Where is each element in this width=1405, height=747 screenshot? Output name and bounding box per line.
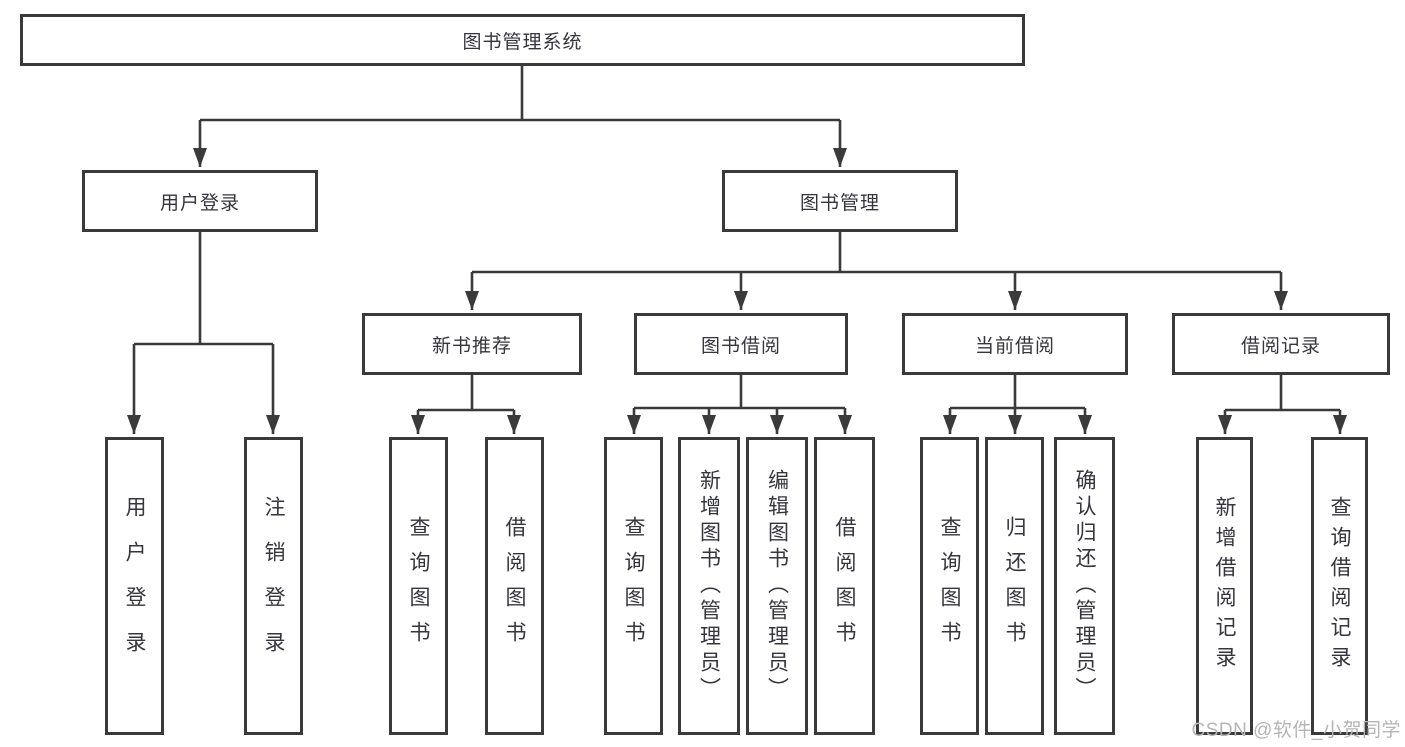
- leaf-label: 查询图书: [622, 516, 645, 656]
- leaf-label: 新增借阅记录: [1213, 496, 1236, 676]
- leaf-label: 归还图书: [1003, 516, 1026, 656]
- leaf-currentborrow-return-books: 归还图书: [985, 437, 1044, 735]
- node-book-management: 图书管理: [722, 170, 958, 232]
- leaf-bookborrow-query-books: 查询图书: [604, 437, 663, 735]
- leaf-label: 用户登录: [123, 496, 146, 676]
- leaf-label: 查询图书: [938, 516, 961, 656]
- node-book-borrow: 图书借阅: [634, 313, 848, 375]
- node-label: 用户登录: [159, 192, 240, 214]
- leaf-newbook-borrow-books: 借阅图书: [485, 437, 544, 735]
- node-label: 图书借阅: [700, 335, 781, 357]
- leaf-label: 查询借阅记录: [1328, 496, 1351, 676]
- node-new-book-recommend: 新书推荐: [362, 313, 582, 375]
- leaf-user-login: 用户登录: [105, 437, 164, 735]
- leaf-label: 新增图书（管理员）: [697, 469, 721, 703]
- node-label: 图书管理: [799, 192, 880, 214]
- node-label: 图书管理系统: [462, 31, 583, 53]
- node-user-login: 用户登录: [82, 170, 318, 232]
- leaf-currentborrow-confirm-return-admin: 确认归还（管理员）: [1054, 437, 1115, 735]
- node-label: 当前借阅: [974, 335, 1055, 357]
- node-label: 借阅记录: [1240, 335, 1321, 357]
- leaf-label: 确认归还（管理员）: [1073, 469, 1096, 703]
- leaf-newbook-query-books: 查询图书: [389, 437, 448, 735]
- node-label: 新书推荐: [431, 335, 512, 357]
- leaf-label: 注销登录: [262, 496, 285, 676]
- node-borrow-records: 借阅记录: [1172, 313, 1390, 375]
- leaf-label: 编辑图书（管理员）: [765, 469, 789, 703]
- csdn-watermark: CSDN @软件_小贺同学: [1191, 720, 1401, 741]
- node-current-borrow: 当前借阅: [902, 313, 1128, 375]
- leaf-currentborrow-query-books: 查询图书: [920, 437, 979, 735]
- leaf-records-query-borrow-record: 查询借阅记录: [1311, 437, 1368, 735]
- leaf-records-add-borrow-record: 新增借阅记录: [1196, 437, 1253, 735]
- leaf-bookborrow-borrow-books: 借阅图书: [814, 437, 875, 735]
- node-root-library-system: 图书管理系统: [20, 14, 1025, 66]
- leaf-bookborrow-add-books-admin: 新增图书（管理员）: [678, 437, 740, 735]
- leaf-label: 借阅图书: [833, 516, 856, 656]
- leaf-logout: 注销登录: [244, 437, 303, 735]
- leaf-bookborrow-edit-books-admin: 编辑图书（管理员）: [746, 437, 808, 735]
- leaf-label: 借阅图书: [503, 516, 526, 656]
- leaf-label: 查询图书: [407, 516, 430, 656]
